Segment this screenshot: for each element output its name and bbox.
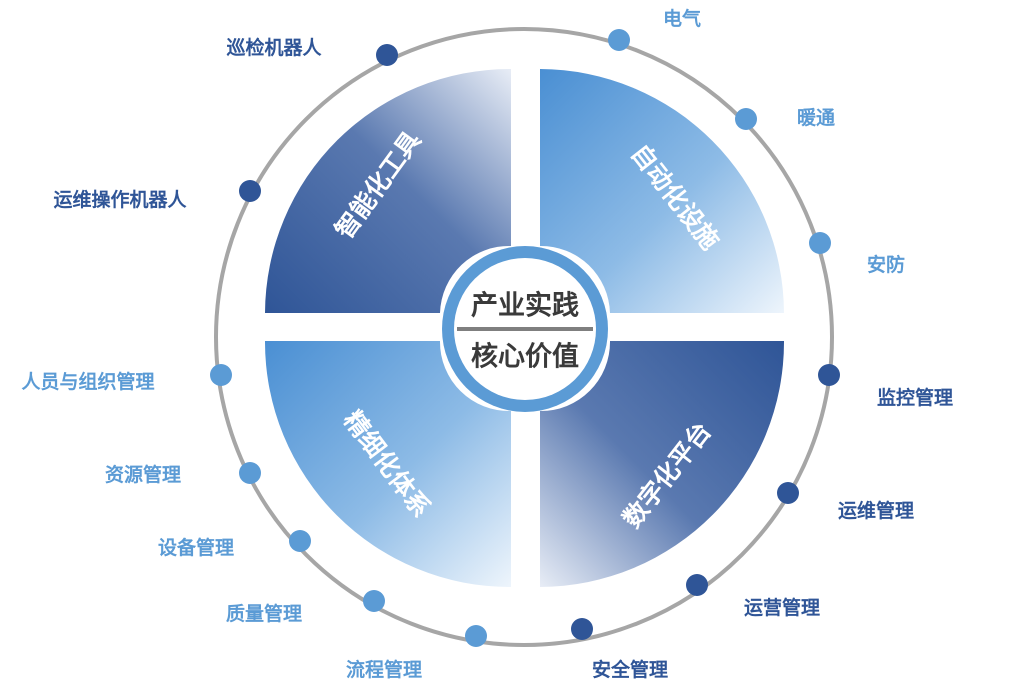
outer-ring — [214, 27, 834, 647]
quadrant-br — [540, 341, 785, 587]
node-label: 设备管理 — [158, 536, 234, 559]
node-label: 运营管理 — [744, 596, 820, 619]
node-label: 监控管理 — [877, 386, 953, 409]
node-label: 运维管理 — [838, 499, 914, 522]
node-dot — [210, 364, 232, 386]
node-label: 电气 — [663, 7, 701, 30]
node-label: 流程管理 — [346, 658, 422, 681]
node-label: 安防 — [867, 253, 905, 276]
node-dot — [239, 462, 261, 484]
quadrant-bl — [264, 341, 511, 588]
quadrant-tr — [540, 69, 784, 313]
node-dot — [608, 29, 630, 51]
node-dot — [376, 44, 398, 66]
node-label: 暖通 — [797, 106, 836, 129]
node-label: 运维操作机器人 — [53, 188, 187, 211]
center-title: 产业实践 — [471, 290, 579, 322]
node-dot — [777, 482, 799, 504]
node-label: 资源管理 — [105, 463, 181, 486]
node-label: 质量管理 — [226, 602, 302, 625]
node-label: 人员与组织管理 — [21, 370, 154, 393]
node-dot — [239, 180, 261, 202]
node-dot — [735, 108, 757, 130]
node-dot — [571, 618, 593, 640]
node-dot — [809, 232, 831, 254]
node-label: 安全管理 — [592, 658, 668, 681]
node-dot — [363, 590, 385, 612]
node-dot — [289, 530, 311, 552]
node-label: 巡检机器人 — [226, 36, 322, 59]
node-dot — [686, 574, 708, 596]
quadrant-tl — [265, 68, 511, 313]
center-divider — [457, 327, 593, 331]
node-dot — [465, 625, 487, 647]
node-dot — [818, 364, 840, 386]
center-subtitle: 核心价值 — [471, 341, 579, 373]
